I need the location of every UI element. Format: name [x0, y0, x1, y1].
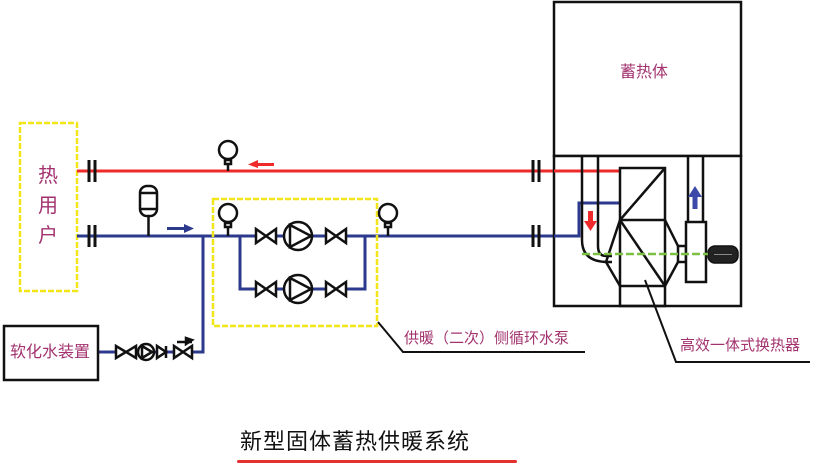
flange-supply-left	[87, 160, 97, 182]
expansion-tank-icon	[138, 184, 159, 236]
water-softener-box	[2, 324, 100, 382]
heat-exchanger-housing	[552, 154, 743, 308]
heat-user-label: 热用户	[38, 163, 58, 247]
hot-air-arrow-icon	[584, 211, 597, 231]
supply-flow-arrow-icon	[248, 160, 274, 168]
water-softener-label: 软化水装置	[10, 342, 91, 361]
makeup-pump-icon	[136, 342, 156, 362]
return-flow-arrow-icon	[167, 224, 194, 233]
flange-return-right	[531, 225, 541, 247]
check-valve-icon	[155, 343, 169, 361]
pressure-gauge-inlet-icon	[217, 202, 239, 236]
heat-exchanger-label: 高效一体式换热器	[680, 336, 801, 354]
return-pipe-inner	[554, 201, 620, 238]
circulation-pump-label: 供暖（二次）侧循环水泵	[404, 329, 570, 347]
flange-return-left	[87, 225, 97, 247]
pressure-gauge-icon	[217, 139, 239, 171]
pump-group-box	[211, 197, 379, 328]
makeup-valve-2-icon	[172, 336, 195, 361]
heat-exchanger-leader-line	[644, 279, 810, 363]
pump-1-icon	[254, 220, 348, 252]
makeup-valve-icon	[114, 343, 138, 361]
pump-2-icon	[254, 273, 348, 305]
heat-user-box	[18, 121, 79, 293]
diagram-title: 新型固体蓄热供暖系统	[240, 430, 471, 455]
makeup-water-pipe	[98, 236, 205, 354]
heat-storage-box	[552, 0, 743, 158]
title-underline	[237, 460, 517, 463]
return-air-arrow-icon	[688, 186, 702, 209]
pump-leader-line	[377, 321, 585, 353]
heat-storage-label: 蓄热体	[620, 62, 669, 81]
flange-supply-right	[531, 160, 541, 182]
pressure-gauge-outlet-icon	[377, 202, 399, 236]
fan-motor-icon	[707, 245, 739, 264]
